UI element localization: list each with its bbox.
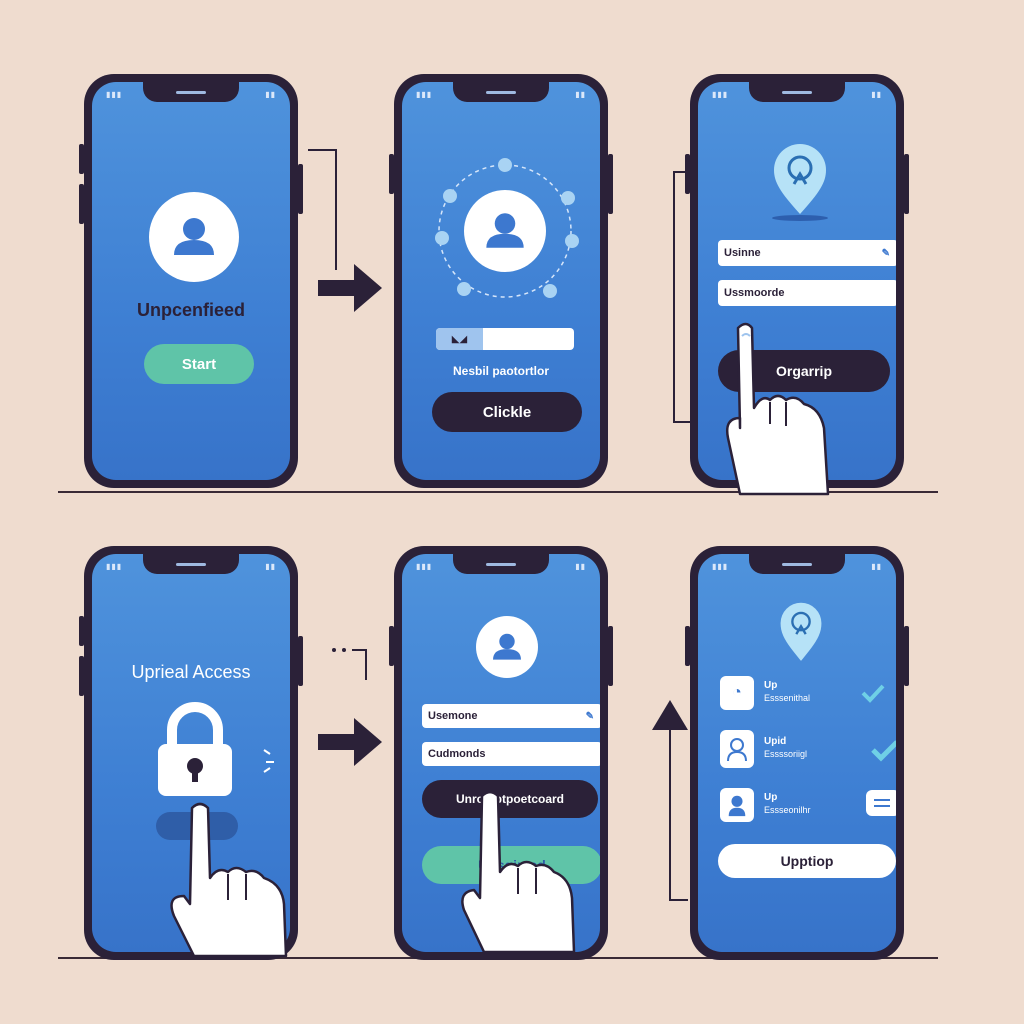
top-row-baseline (58, 491, 938, 493)
person-icon (720, 730, 754, 768)
phone-1-screen: ▮▮▮ ▮▮ Unpcenfieed Start (92, 82, 290, 480)
list-item[interactable]: Upid Essssoriigl (720, 730, 896, 774)
message-icon (866, 790, 896, 816)
phone-1: ▮▮▮ ▮▮ Unpcenfieed Start (79, 74, 303, 488)
pencil-icon: ✎ (881, 247, 890, 259)
dotted-connector (332, 648, 367, 680)
user-avatar-icon (149, 192, 239, 282)
pointing-hand-icon (726, 322, 830, 496)
bottom-button[interactable]: Upptiop (718, 844, 896, 878)
spark-icon (263, 749, 274, 773)
dark-button[interactable]: Unromptpoetcoard (422, 780, 598, 818)
notch (453, 554, 549, 574)
notch (749, 82, 845, 102)
orbit-ring-icon (435, 158, 579, 298)
row-subtitle: Esssenithal (764, 693, 811, 703)
status-title: Unpcenfieed (136, 300, 246, 320)
connector-line (308, 149, 337, 270)
pointing-hand-icon (461, 790, 576, 954)
pointing-hand-icon (170, 802, 288, 958)
check-icon (871, 740, 896, 762)
access-title: Uprieal Access (131, 662, 251, 682)
check-icon (861, 684, 885, 703)
location-pin-icon (780, 602, 822, 661)
right-arrow-icon (318, 264, 382, 312)
username-field[interactable]: Usinne ✎ (718, 240, 896, 266)
padlock-icon (158, 702, 232, 796)
user-avatar-icon (476, 616, 538, 678)
notch (749, 554, 845, 574)
list-item[interactable]: ◔ Up Esssenithal (720, 676, 896, 716)
phone-2: ▮▮▮ ▮▮ ◣◢ Nesbil paotortlor Clickle (389, 74, 613, 488)
row-title: Upid (764, 736, 787, 747)
row-subtitle: Essseonilhr (764, 805, 811, 815)
location-pin-icon (772, 144, 828, 221)
progress-bar: ◣◢ (436, 328, 574, 350)
pencil-icon: ✎ (585, 710, 594, 722)
phone-2-screen: ▮▮▮ ▮▮ ◣◢ Nesbil paotortlor Clickle (402, 82, 600, 480)
person-icon (720, 788, 754, 822)
phone-6: ▮▮▮ ▮▮ ◔ Up Esssenithal Upid Essssoriigl (685, 546, 909, 960)
up-arrow-icon (652, 700, 688, 901)
click-button[interactable]: Clickle (432, 392, 582, 432)
list-item[interactable]: Up Essseonilhr (720, 788, 896, 828)
password-field[interactable]: Ussmoorde (718, 280, 896, 306)
user-avatar-icon (464, 190, 546, 272)
row-title: Up (764, 680, 778, 691)
notch (453, 82, 549, 102)
connector-line (673, 171, 694, 423)
right-arrow-icon (318, 718, 382, 766)
password-field[interactable]: Cudmonds (422, 742, 600, 766)
phone-6-screen: ▮▮▮ ▮▮ ◔ Up Esssenithal Upid Essssoriigl (698, 554, 896, 952)
start-button[interactable]: Start (144, 344, 254, 384)
row-subtitle: Essssoriigl (764, 749, 808, 759)
bowtie-icon: ◣◢ (451, 333, 468, 345)
chat-bubble-icon: ◔ (720, 676, 754, 710)
username-field[interactable]: Usemone ✎ (422, 704, 600, 728)
caption-text: Nesbil paotortlor (452, 364, 549, 378)
row-title: Up (764, 792, 778, 803)
notch (143, 82, 239, 102)
progress-fill: ◣◢ (436, 328, 483, 350)
notch (143, 554, 239, 574)
